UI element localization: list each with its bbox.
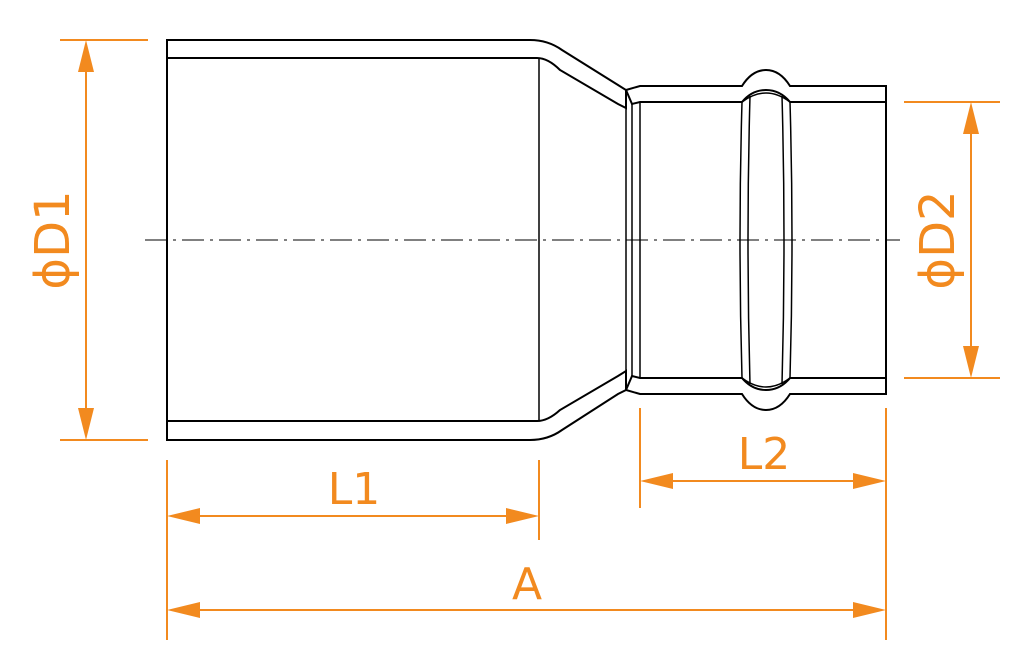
dimension-a: A [167,559,886,618]
dimension-l2: L2 [639,408,887,640]
large-top-wall [166,39,627,110]
label-l2: L2 [738,429,791,480]
small-top-wall [624,68,887,106]
label-l1: L1 [328,464,381,515]
o-ring-top [741,92,791,103]
large-bottom-wall [166,369,627,441]
dimension-d1: ϕD1 [25,39,148,441]
label-d2: ϕD2 [910,190,966,289]
dimension-d2: ϕD2 [904,101,1000,379]
small-bottom-wall [624,374,887,412]
label-a: A [512,559,542,610]
dimension-l1: L1 [166,460,540,640]
o-ring-bottom [741,377,791,388]
label-d1: ϕD1 [25,190,81,289]
